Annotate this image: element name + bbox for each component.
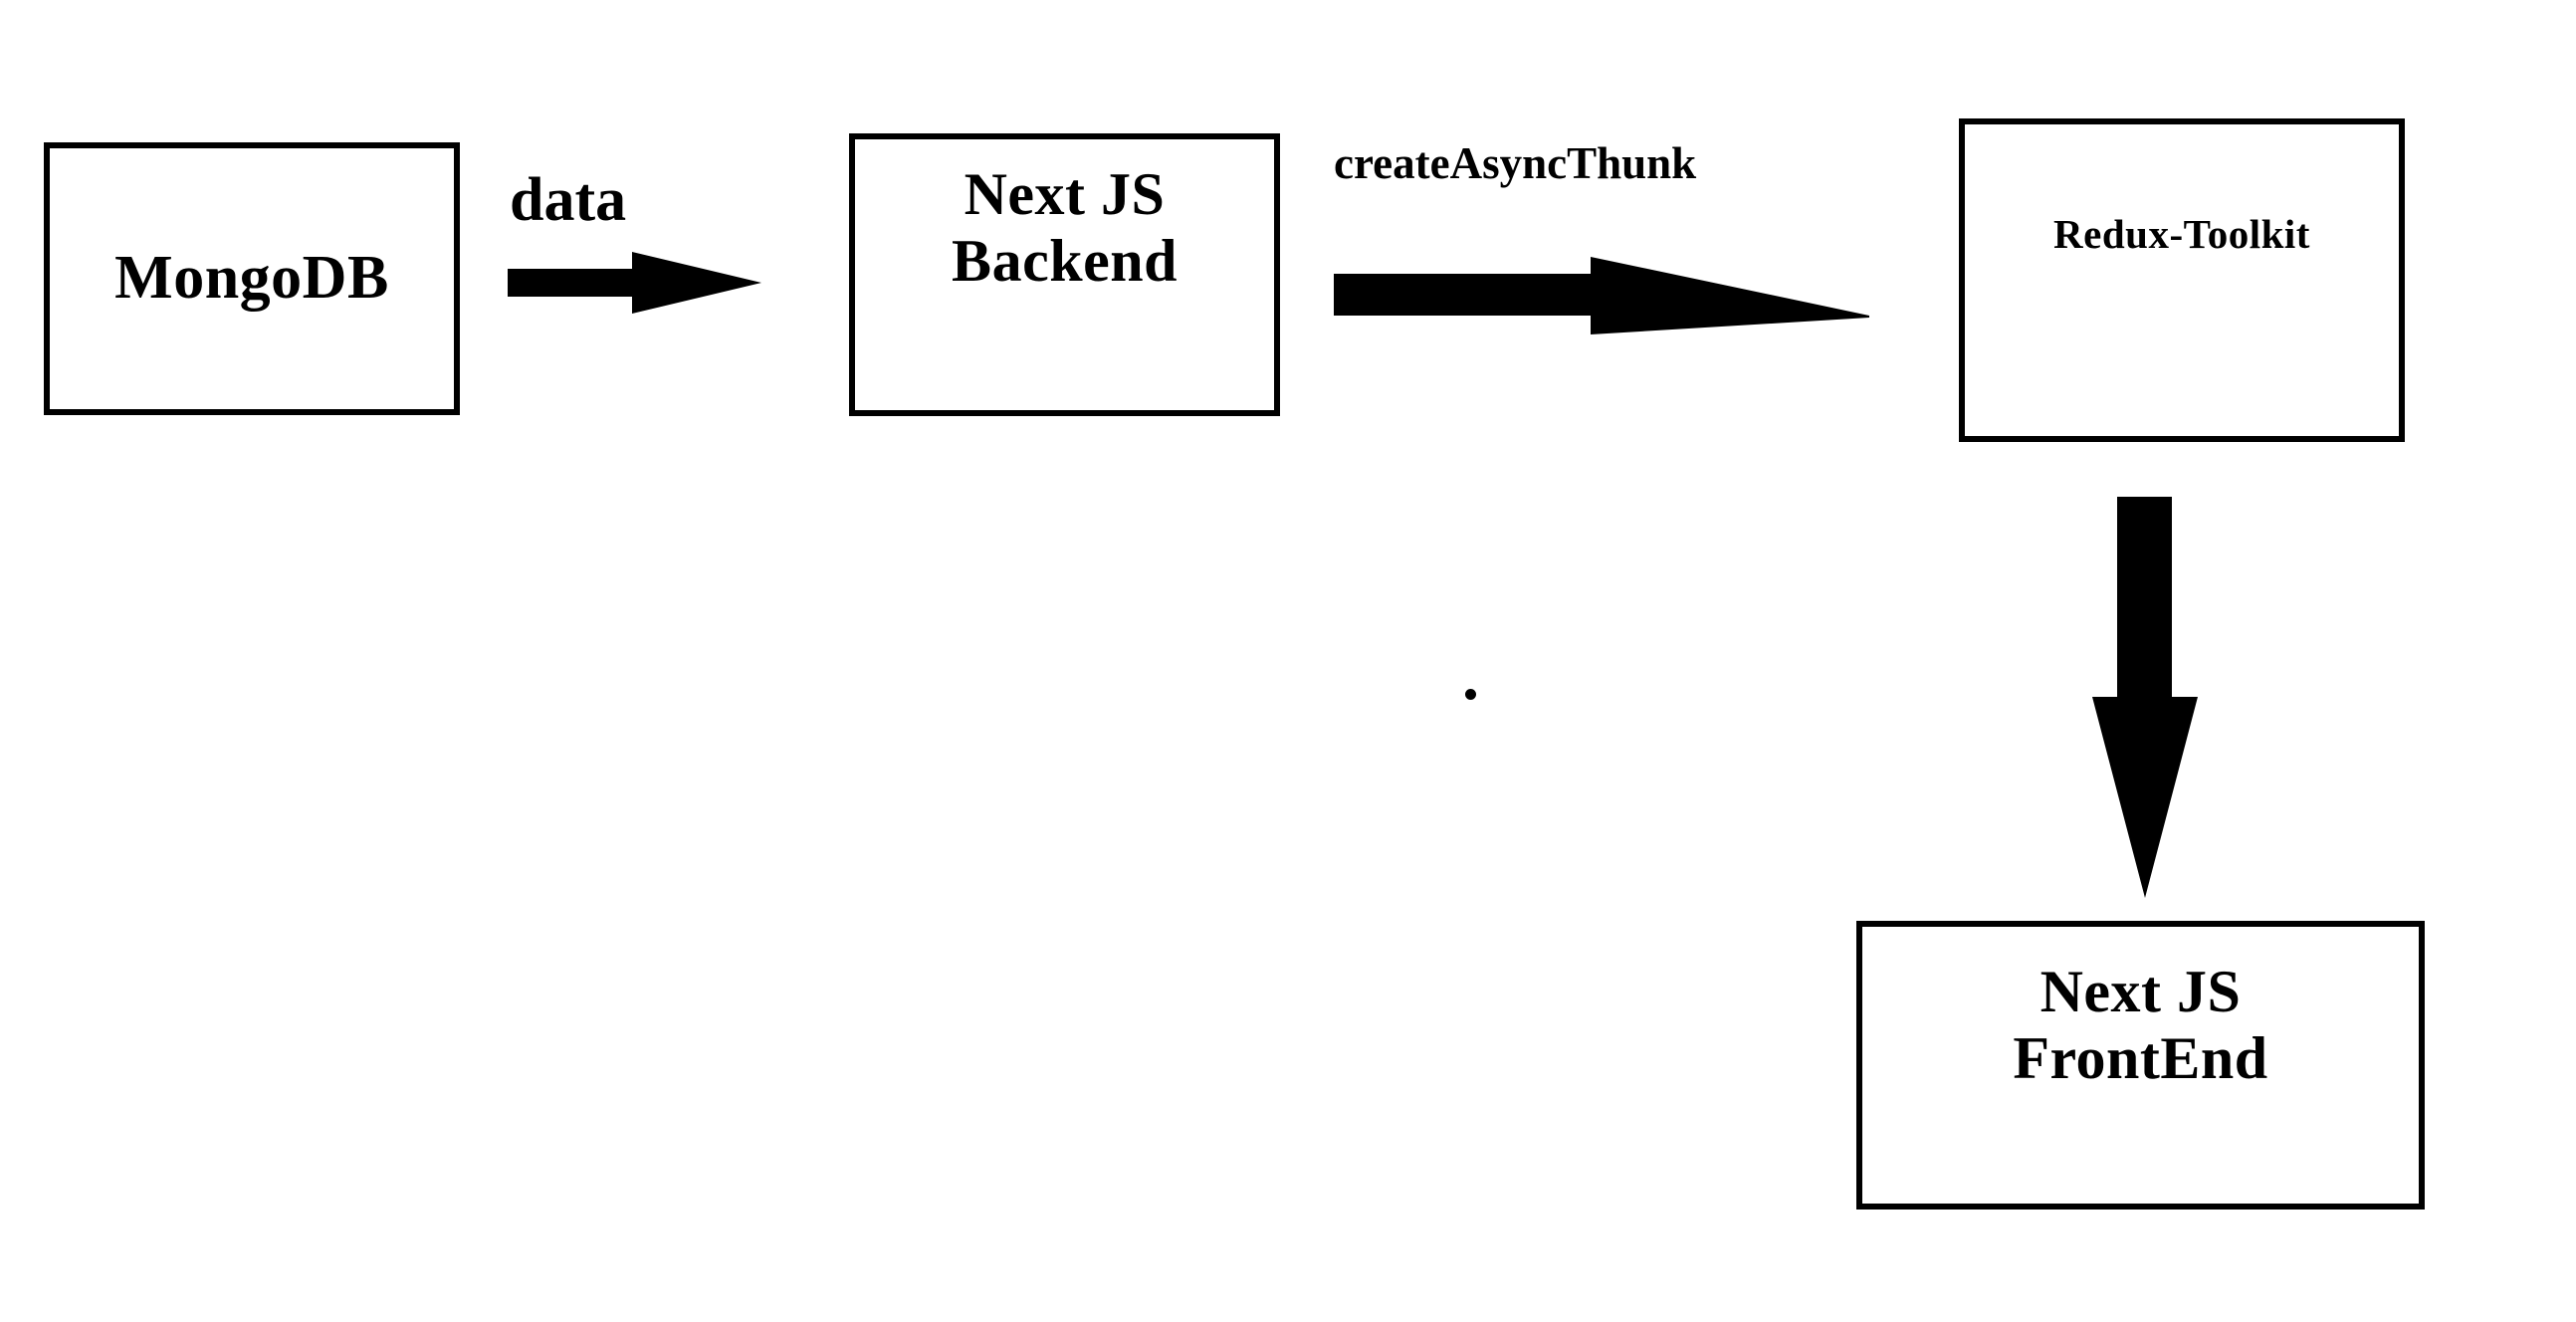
arrow-right-icon-data [508,252,761,314]
node-mongodb-label: MongoDB [114,244,389,313]
arrow-down-icon-redux-to-frontend [2092,497,2198,898]
edge-label-create-async-thunk: createAsyncThunk [1334,138,1697,188]
arrow-right-icon-create-async-thunk [1334,257,1869,334]
node-mongodb[interactable]: MongoDB [44,142,460,415]
stray-dot [1465,689,1476,700]
node-next-js-backend[interactable]: Next JS Backend [849,133,1280,416]
node-redux-toolkit[interactable]: Redux-Toolkit [1959,118,2405,442]
node-redux-toolkit-label: Redux-Toolkit [2053,211,2310,257]
node-next-js-frontend[interactable]: Next JS FrontEnd [1856,921,2425,1210]
edge-label-data: data [510,166,627,234]
node-next-js-backend-label: Next JS Backend [952,161,1178,295]
node-next-js-frontend-label: Next JS FrontEnd [2013,959,2268,1092]
